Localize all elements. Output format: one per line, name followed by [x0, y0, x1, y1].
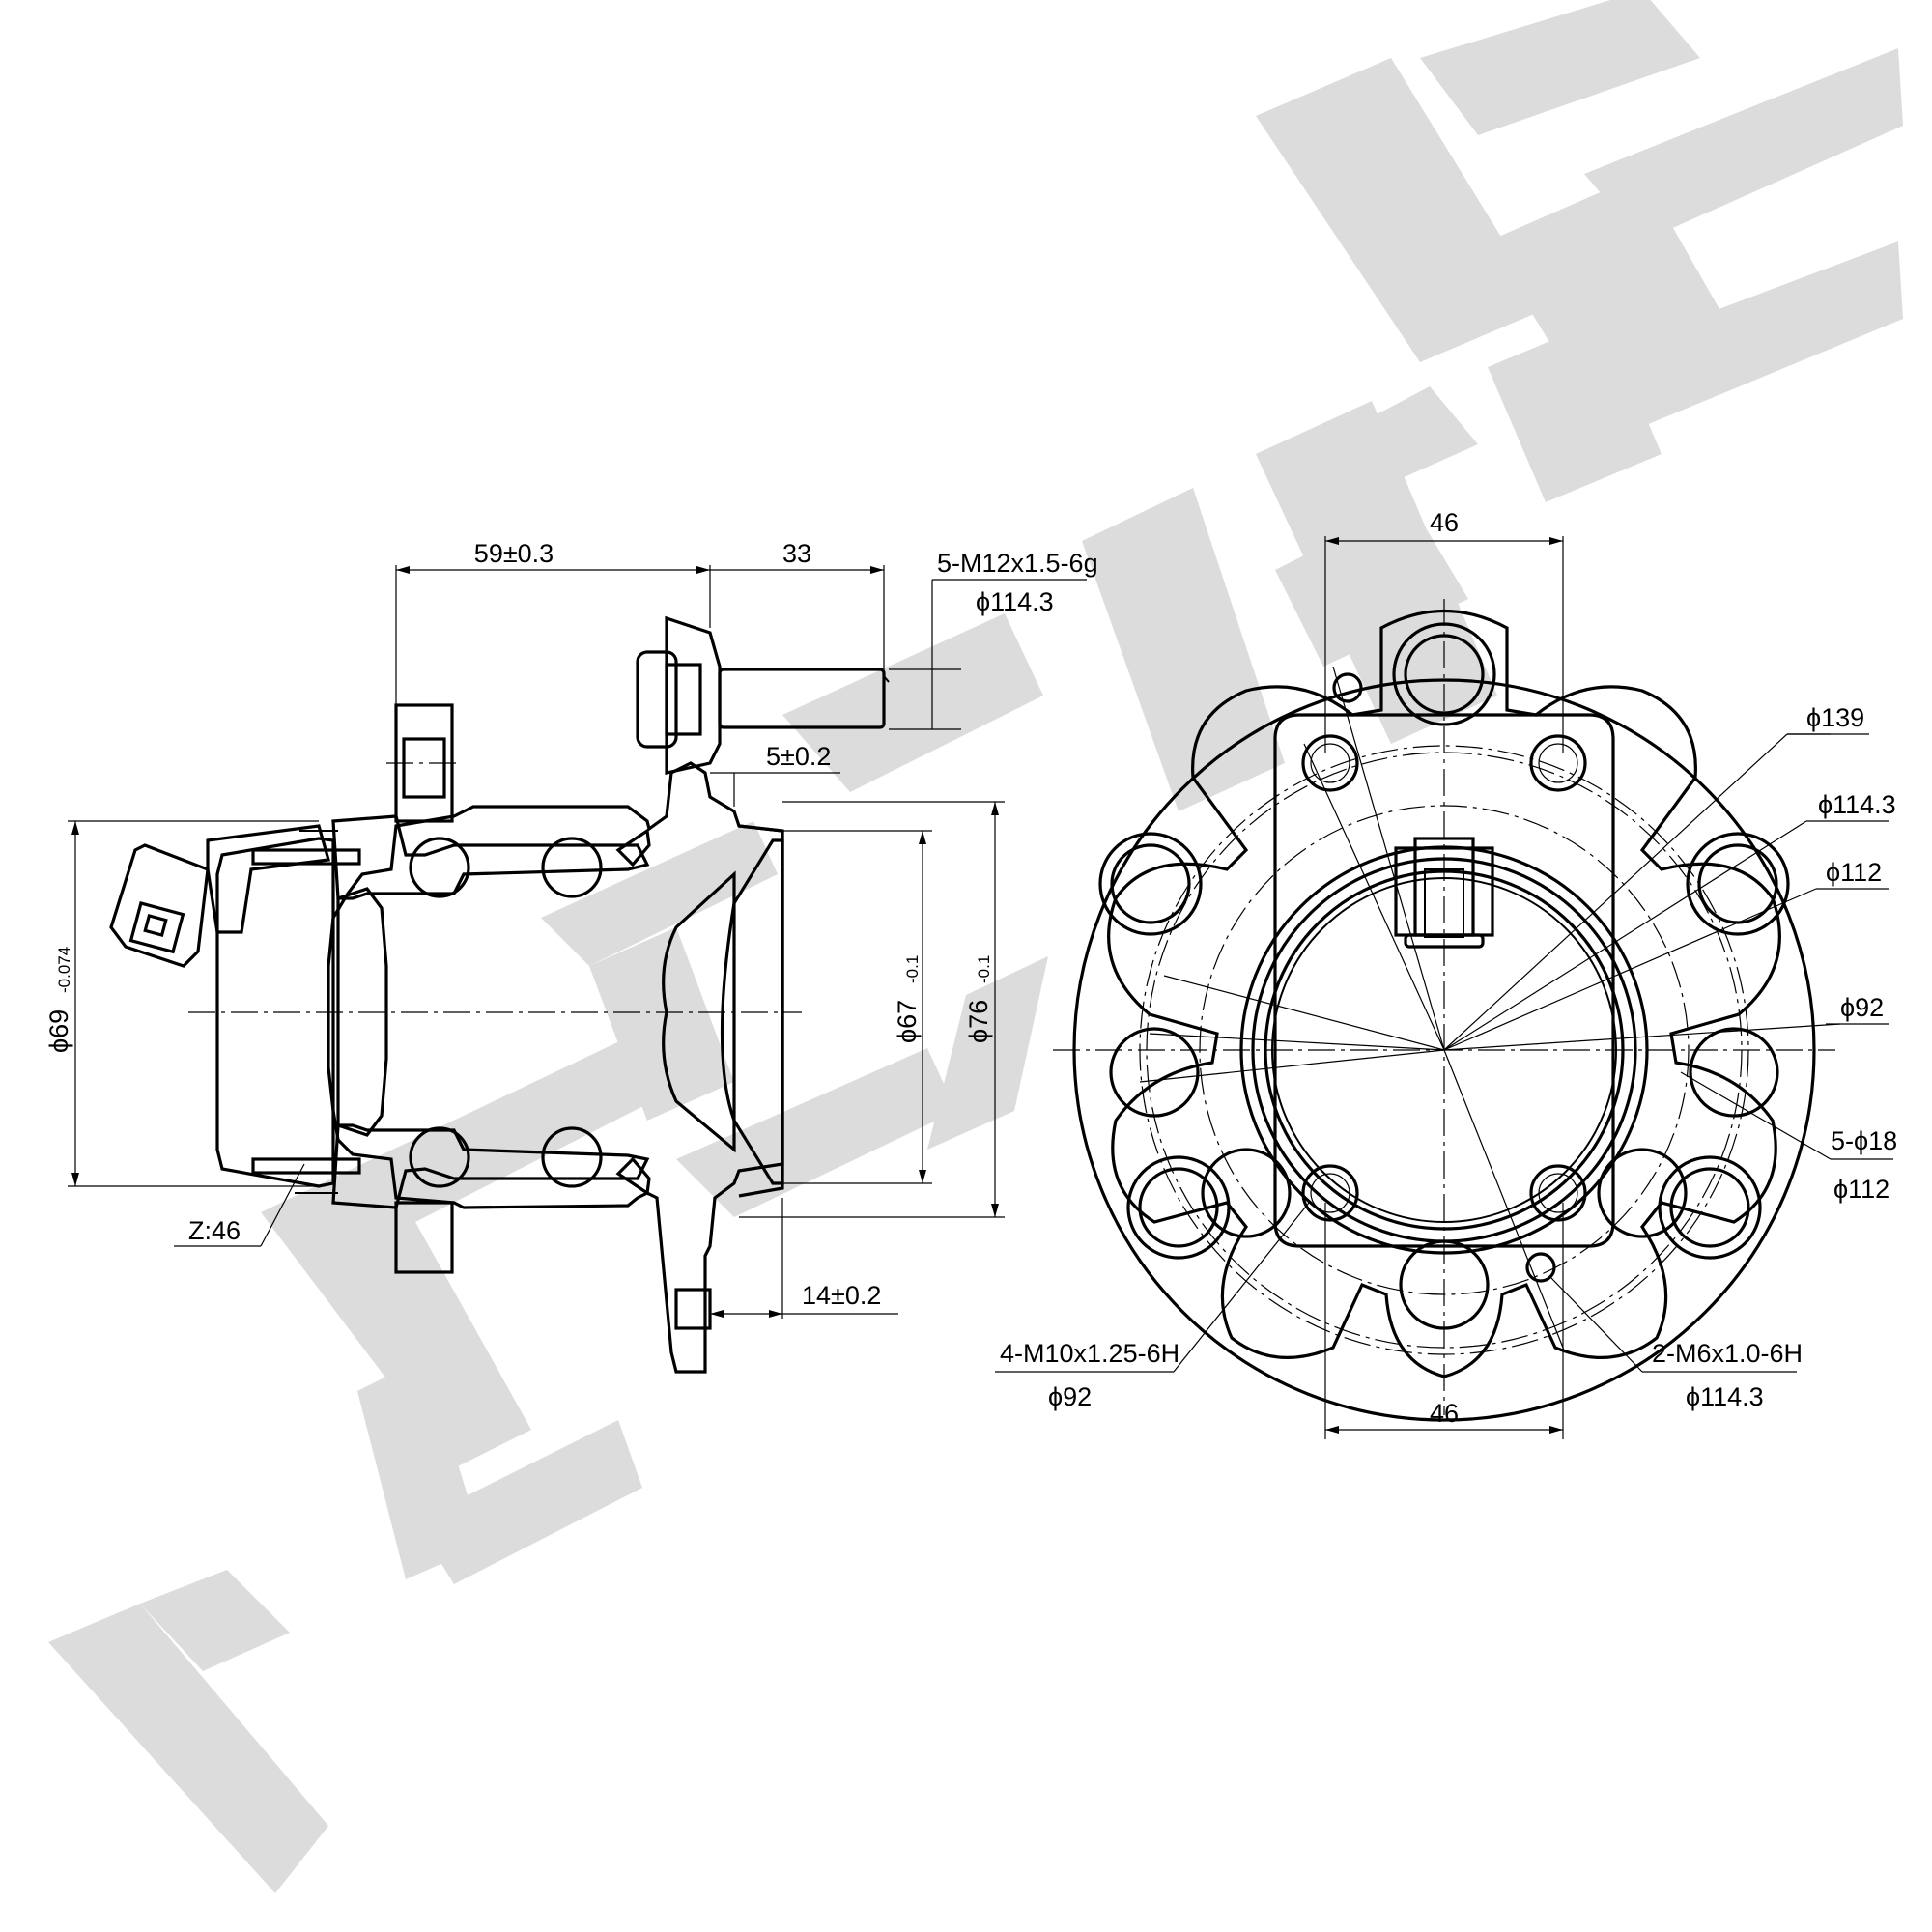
flange-outer-circle: [1072, 678, 1816, 1422]
dia-114-label: ϕ114.3: [1818, 790, 1896, 819]
abs-sensor-connector: [109, 843, 210, 968]
holes-pcd-label: ϕ112: [1833, 1175, 1889, 1204]
dia-139-label: ϕ139: [1806, 703, 1864, 732]
stud-head-upper: [636, 650, 678, 749]
dim-5-label: 5±0.2: [766, 742, 831, 771]
dia-92-label: ϕ92: [1840, 993, 1884, 1022]
hub-body: [327, 761, 784, 1374]
dia-67-label: ϕ67: [893, 1000, 922, 1043]
outer-race-lower: [331, 1123, 650, 1209]
outer-race: [331, 814, 650, 900]
lower-mount-lug: [394, 1201, 454, 1274]
abs-teeth-label: Z:46: [188, 1216, 241, 1245]
thread-m6-label: 2-M6x1.0-6H: [1652, 1339, 1803, 1368]
dia-69-label: ϕ69: [44, 1009, 73, 1053]
bearing-ball: [409, 1126, 470, 1188]
m10-threaded-holes: [1301, 734, 1587, 1222]
front-dimensions: 46 46 ϕ139 ϕ114.3 ϕ112 ϕ92 5-ϕ18 ϕ112 4-…: [995, 508, 1897, 1439]
dia-69-tol: -0.074: [55, 947, 73, 993]
stud-pcd-label: ϕ114.3: [976, 587, 1054, 616]
bearing-ball: [541, 1126, 603, 1188]
side-dimensions: 59±0.3 33 5-M12x1.5-6g ϕ114.3 5±0.2 14±0…: [44, 539, 1098, 1319]
dia-67-tol: -0.1: [903, 955, 922, 983]
dia-76-label: ϕ76: [964, 1000, 993, 1043]
thread-m10-label: 4-M10x1.25-6H: [1000, 1339, 1179, 1368]
bearing-ball: [541, 837, 603, 898]
bearing-ball: [409, 837, 470, 898]
watermark-logo: [48, 0, 1903, 1893]
dim-59-label: 59±0.3: [474, 539, 554, 568]
holes-spec-label: 5-ϕ18: [1831, 1126, 1897, 1155]
dia-112-label: ϕ112: [1826, 858, 1882, 887]
dim-14-label: 14±0.2: [802, 1281, 881, 1310]
front-view: [1053, 599, 1841, 1422]
stud-lower: [674, 1288, 712, 1330]
thread-m6-pcd-label: ϕ114.3: [1686, 1382, 1764, 1411]
stud-spec-label: 5-M12x1.5-6g: [937, 549, 1098, 578]
thread-m10-pcd-label: ϕ92: [1048, 1382, 1092, 1411]
abs-connector-front: [1394, 837, 1494, 949]
m6-hole: [1525, 1252, 1556, 1283]
dia-76-tol: -0.1: [975, 955, 993, 983]
dim-46-top-label: 46: [1430, 508, 1459, 537]
side-section-view: [109, 615, 890, 1374]
dim-46-bottom-label: 46: [1430, 1399, 1459, 1428]
dim-33-label: 33: [782, 539, 811, 568]
m6-hole: [1332, 672, 1363, 703]
